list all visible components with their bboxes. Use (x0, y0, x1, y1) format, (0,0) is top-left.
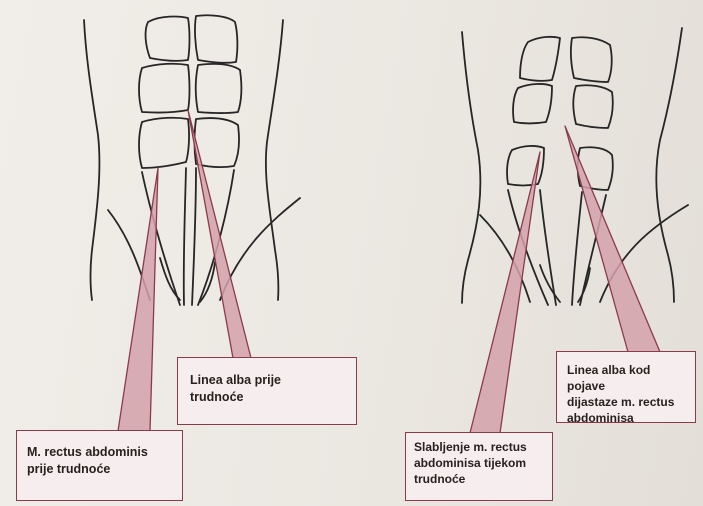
label-rectus-weakening: Slabljenje m. rectus abdominisa tijekom … (405, 432, 553, 501)
rectus-lower-l-inner (184, 168, 186, 305)
callout-rectus-before (118, 168, 158, 431)
rectus2-seg-l2 (513, 84, 552, 124)
label-rectus-before-text: M. rectus abdominis prije trudnoće (27, 444, 172, 478)
label-rectus-before: M. rectus abdominis prije trudnoće (16, 430, 183, 501)
rectus2-lower-r-inner (572, 192, 582, 305)
label-linea-alba-before: Linea alba prije trudnoće (177, 357, 357, 425)
label-linea-alba-before-text: Linea alba prije trudnoće (190, 372, 344, 406)
torso-right-outline (266, 20, 283, 300)
torso-with-diastasis (462, 28, 688, 305)
torso-before-pregnancy (84, 15, 300, 305)
rectus-seg-l3 (139, 118, 189, 168)
rectus2-seg-l1 (520, 37, 560, 81)
rectus2-lower-l-inner (540, 190, 556, 305)
rectus-seg-l1 (146, 17, 190, 61)
rectus-seg-r1 (195, 15, 237, 63)
label-linea-alba-diastasis: Linea alba kod pojave dijastaze m. rectu… (556, 351, 696, 423)
torso2-right-outline (656, 28, 682, 302)
torso-left-outline (84, 20, 99, 300)
label-rectus-weakening-text: Slabljenje m. rectus abdominisa tijekom … (414, 439, 544, 487)
rectus-seg-r2 (196, 64, 242, 113)
rectus-lower-r-inner (192, 168, 196, 305)
torso2-left-outline (462, 32, 480, 303)
rectus2-seg-r2 (573, 85, 612, 128)
label-linea-alba-diastasis-text: Linea alba kod pojave dijastaze m. rectu… (567, 362, 685, 426)
rectus2-seg-r1 (571, 37, 612, 82)
callout-linea-before (188, 110, 251, 358)
rectus-seg-l2 (139, 64, 190, 113)
